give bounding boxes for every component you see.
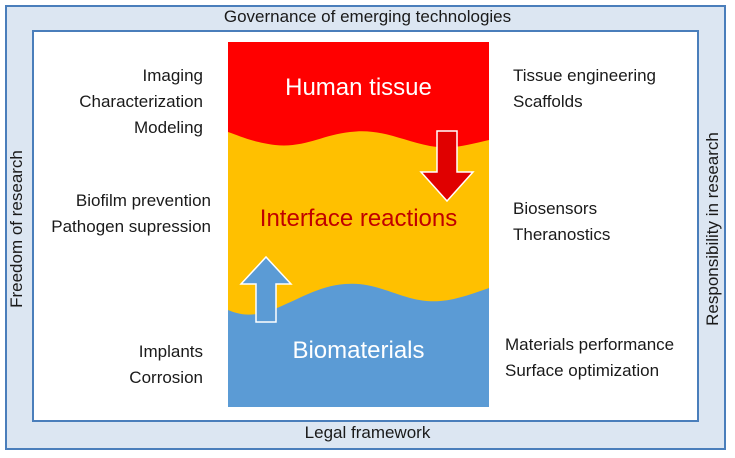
left-text-top: Imaging Characterization Modeling	[79, 63, 203, 141]
left-text-line: Imaging	[142, 66, 203, 85]
right-text-line: Surface optimization	[505, 361, 660, 380]
interface-reactions-label: Interface reactions	[259, 205, 458, 232]
right-text-top: Tissue engineering Scaffolds	[513, 63, 656, 115]
right-text-bottom: Materials performance Surface optimizati…	[505, 332, 674, 384]
right-text-line: Scaffolds	[513, 92, 583, 111]
left-text-line: Corrosion	[129, 368, 203, 387]
left-text-line: Modeling	[134, 118, 203, 137]
left-text-bottom: Implants Corrosion	[129, 339, 203, 391]
left-text-line: Pathogen supression	[51, 217, 211, 236]
left-text-line: Biofilm prevention	[75, 191, 211, 210]
left-text-middle: Biofilm prevention Pathogen supression	[51, 188, 211, 240]
biomaterials-label: Biomaterials	[292, 337, 425, 364]
left-text-line: Characterization	[79, 92, 203, 111]
right-text-line: Theranostics	[513, 225, 611, 244]
right-text-line: Materials performance	[505, 335, 675, 354]
frame-label-bottom: Legal framework	[304, 423, 431, 442]
frame-label-top: Governance of emerging technologies	[223, 7, 512, 26]
up-arrow-icon	[239, 255, 293, 323]
right-text-line: Biosensors	[513, 199, 598, 218]
human-tissue-label: Human tissue	[285, 74, 432, 101]
human-tissue-layer	[228, 42, 489, 148]
right-text-line: Tissue engineering	[513, 66, 657, 85]
right-text-middle: Biosensors Theranostics	[513, 196, 610, 248]
down-arrow-icon	[419, 130, 475, 203]
left-text-line: Implants	[138, 342, 203, 361]
